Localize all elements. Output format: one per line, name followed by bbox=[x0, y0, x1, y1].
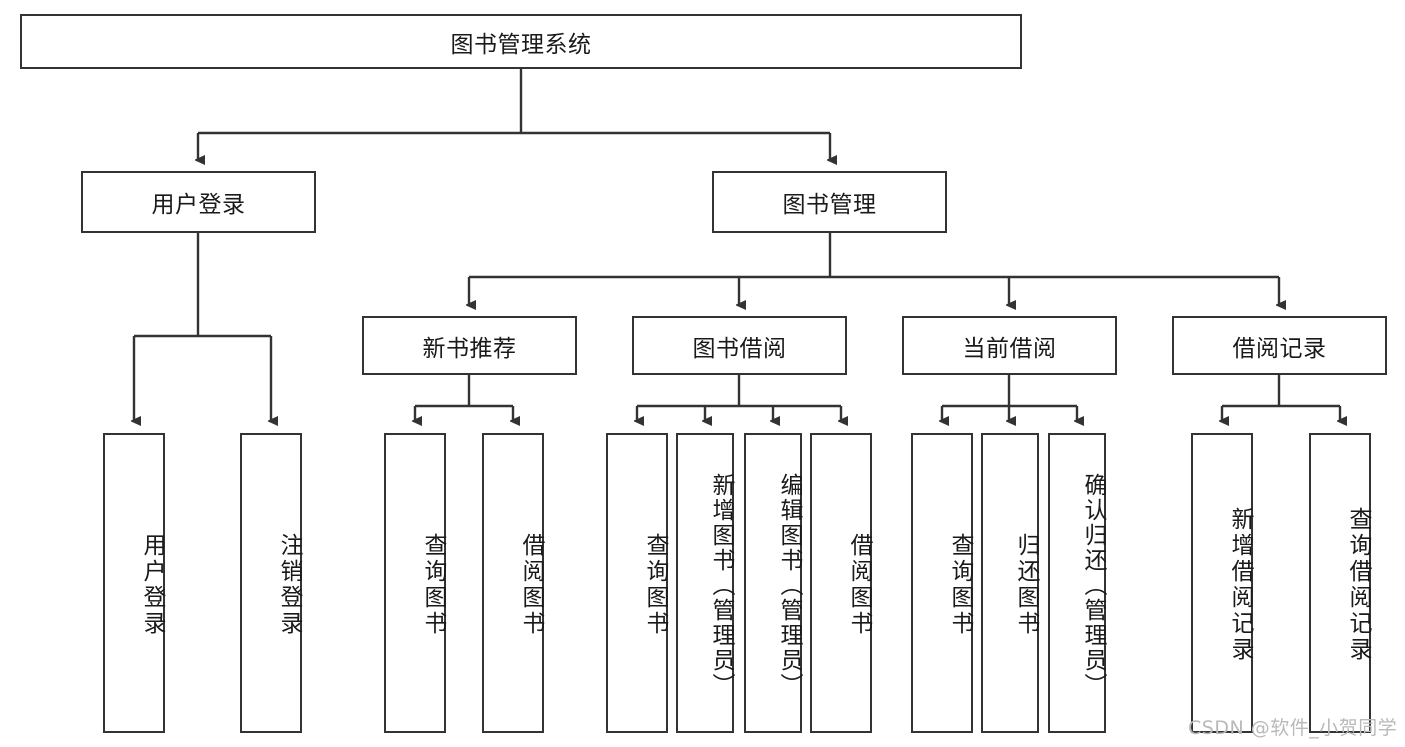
node-leaf-add-borrow-record[interactable]: 新增借阅记录 bbox=[1191, 433, 1253, 733]
node-label: 图书管理系统 bbox=[450, 31, 592, 58]
node-leaf-query-book-borrow[interactable]: 查询图书 bbox=[606, 433, 668, 733]
node-leaf-edit-book-admin[interactable]: 编辑图书（管理员） bbox=[744, 433, 802, 733]
node-root-system[interactable]: 图书管理系统 bbox=[20, 14, 1022, 69]
node-label: 借阅图书 bbox=[518, 533, 544, 637]
node-label: 归还图书 bbox=[1013, 533, 1039, 637]
node-label: 注销登录 bbox=[276, 533, 302, 637]
node-label: 查询图书 bbox=[642, 533, 668, 637]
watermark: CSDN @软件_小贺同学 bbox=[1188, 717, 1398, 739]
node-label: 借阅图书 bbox=[846, 533, 872, 637]
node-book-management[interactable]: 图书管理 bbox=[712, 171, 947, 233]
node-label: 图书借阅 bbox=[692, 335, 787, 362]
node-label: 用户登录 bbox=[151, 192, 246, 218]
node-leaf-logout[interactable]: 注销登录 bbox=[240, 433, 302, 733]
node-label: 图书管理 bbox=[782, 192, 877, 218]
node-label: 查询图书 bbox=[947, 533, 973, 637]
node-new-book-recommend[interactable]: 新书推荐 bbox=[362, 316, 577, 375]
node-label: 新增借阅记录 bbox=[1227, 507, 1253, 663]
node-borrow-record[interactable]: 借阅记录 bbox=[1172, 316, 1387, 375]
node-leaf-user-login[interactable]: 用户登录 bbox=[103, 433, 165, 733]
node-label: 当前借阅 bbox=[962, 335, 1057, 362]
node-leaf-borrow-book-recommend[interactable]: 借阅图书 bbox=[482, 433, 544, 733]
node-label: 查询借阅记录 bbox=[1345, 507, 1371, 663]
node-label: 确认归还（管理员） bbox=[1080, 472, 1106, 698]
node-leaf-confirm-return-admin[interactable]: 确认归还（管理员） bbox=[1048, 433, 1106, 733]
node-leaf-borrow-book[interactable]: 借阅图书 bbox=[810, 433, 872, 733]
node-label: 新增图书（管理员） bbox=[708, 472, 734, 698]
node-leaf-query-book-recommend[interactable]: 查询图书 bbox=[384, 433, 446, 733]
node-leaf-add-book-admin[interactable]: 新增图书（管理员） bbox=[676, 433, 734, 733]
node-label: 新书推荐 bbox=[422, 335, 517, 362]
node-leaf-query-borrow-record[interactable]: 查询借阅记录 bbox=[1309, 433, 1371, 733]
node-label: 用户登录 bbox=[139, 533, 165, 637]
node-label: 编辑图书（管理员） bbox=[776, 472, 802, 698]
node-user-login[interactable]: 用户登录 bbox=[81, 171, 316, 233]
node-leaf-query-book-current[interactable]: 查询图书 bbox=[911, 433, 973, 733]
node-book-borrow[interactable]: 图书借阅 bbox=[632, 316, 847, 375]
node-label: 查询图书 bbox=[420, 533, 446, 637]
node-label: 借阅记录 bbox=[1232, 335, 1327, 362]
node-current-borrow[interactable]: 当前借阅 bbox=[902, 316, 1117, 375]
node-leaf-return-book[interactable]: 归还图书 bbox=[981, 433, 1039, 733]
